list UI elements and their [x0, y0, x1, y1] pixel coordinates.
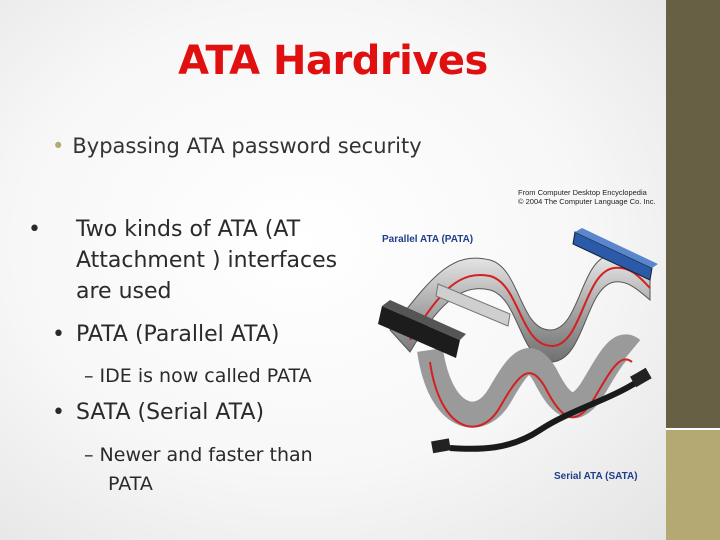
pata-ribbon-cable — [389, 254, 651, 428]
ata-cables-illustration — [378, 228, 658, 454]
figure-label-sata: Serial ATA (SATA) — [554, 471, 638, 482]
sidebar-band-dark — [666, 0, 720, 430]
slide-title: ATA Hardrives — [178, 38, 488, 84]
bullet-dot: • — [52, 134, 65, 158]
bullet-two-kinds: • Two kinds of ATA (AT Attachment ) inter… — [28, 214, 342, 307]
bullet-sata: • SATA (Serial ATA) — [52, 400, 264, 425]
bullet-dot: • — [52, 400, 65, 425]
sub-bullet-sata-text: – Newer and faster than PATA — [84, 444, 313, 495]
pata-connector-black — [378, 300, 466, 358]
bullet-pata-text: PATA (Parallel ATA) — [76, 322, 280, 347]
figure-credit-line1: From Computer Desktop Encyclopedia — [518, 188, 647, 197]
bullet-dot: • — [28, 217, 41, 242]
pata-connector-grey — [435, 283, 511, 327]
bullet-pata: • PATA (Parallel ATA) — [52, 322, 279, 347]
sub-bullet-pata: – IDE is now called PATA — [84, 365, 312, 387]
figure-credit-line2: © 2004 The Computer Language Co. Inc. — [518, 197, 656, 206]
sub-bullet-sata: – Newer and faster than PATA — [84, 441, 344, 499]
sidebar-band-light — [666, 430, 720, 540]
sub-bullet-pata-text: – IDE is now called PATA — [84, 365, 312, 387]
pata-connector-blue — [572, 228, 658, 281]
sata-cable — [431, 367, 652, 454]
slide-canvas — [0, 0, 666, 540]
bullet-two-kinds-text: Two kinds of ATA (AT Attachment ) interf… — [76, 217, 338, 304]
bullet-intro: • Bypassing ATA password security — [52, 134, 422, 158]
bullet-dot: • — [52, 322, 65, 347]
sidebar-divider — [666, 428, 720, 430]
figure-credit: From Computer Desktop Encyclopedia © 200… — [518, 188, 656, 206]
bullet-intro-text: Bypassing ATA password security — [72, 134, 422, 158]
bullet-sata-text: SATA (Serial ATA) — [76, 400, 265, 425]
figure-label-pata: Parallel ATA (PATA) — [382, 234, 474, 245]
